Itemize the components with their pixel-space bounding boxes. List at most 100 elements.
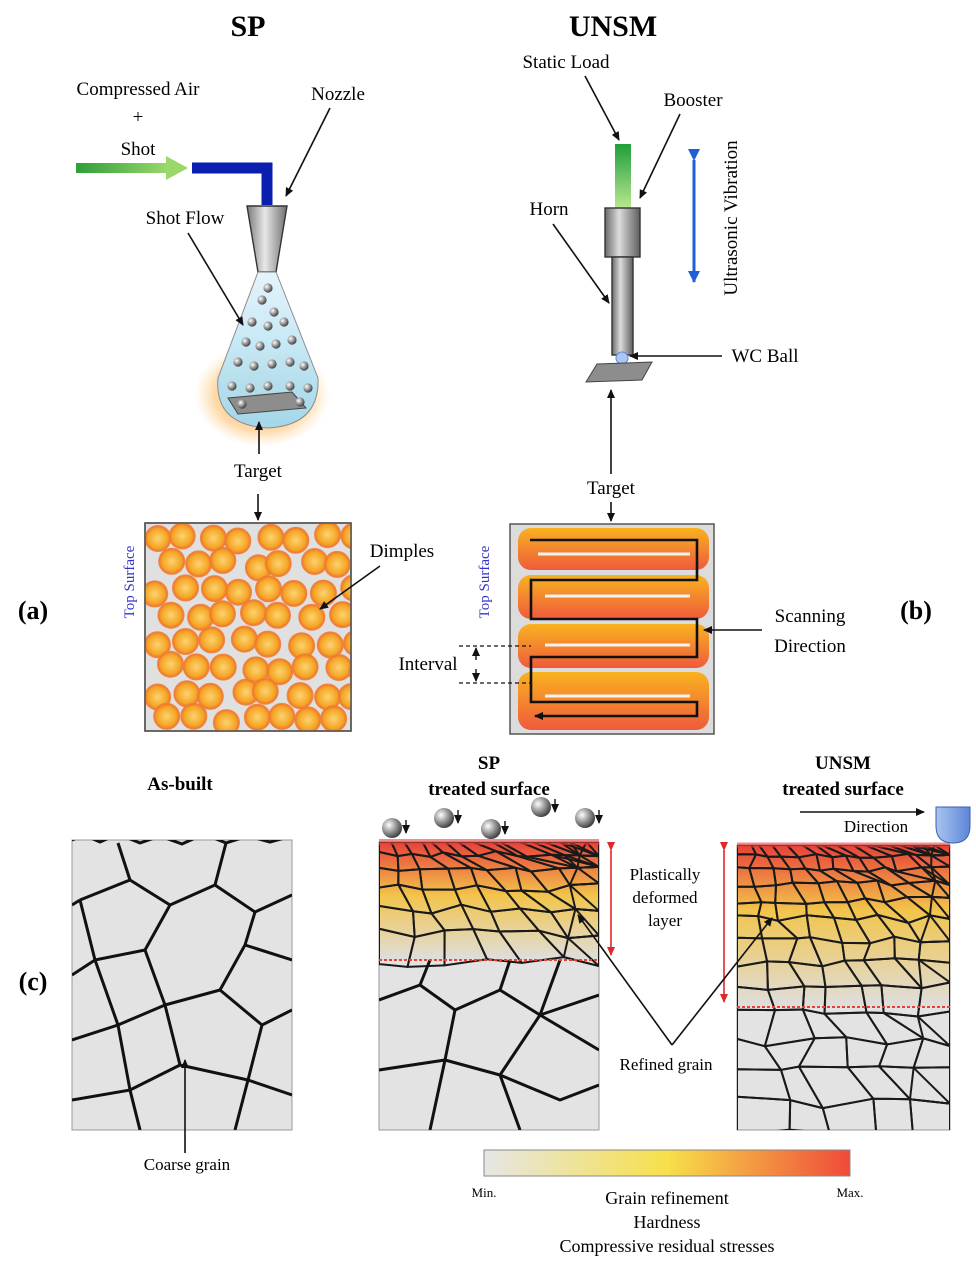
shot-ball xyxy=(255,341,265,351)
refined-grain-cell xyxy=(568,842,599,858)
dimple xyxy=(255,575,282,603)
coarse-grain-label: Coarse grain xyxy=(144,1155,231,1174)
scanning-label: Scanning xyxy=(775,606,846,627)
horn-icon xyxy=(611,256,634,356)
refined-grain-cell xyxy=(576,854,599,869)
booster-icon xyxy=(604,207,641,258)
target-label-b: Target xyxy=(587,478,636,499)
shot-label: Shot xyxy=(121,139,157,160)
sp-title: SP xyxy=(230,10,265,43)
shot-ball xyxy=(245,383,255,393)
shot-ball xyxy=(271,339,281,349)
refined-grain-cell xyxy=(912,1037,950,1069)
refined-grain-cell xyxy=(928,895,950,920)
refined-grain-cell xyxy=(559,842,599,858)
dimple xyxy=(172,574,199,602)
refined-grain-cell xyxy=(907,914,950,944)
as-built-title: As-built xyxy=(147,774,213,795)
dimple xyxy=(254,630,282,658)
nozzle-label: Nozzle xyxy=(311,84,365,105)
target-plate-a xyxy=(227,391,308,415)
top-surface-label-b: Top Surface xyxy=(477,545,493,618)
horn-label: Horn xyxy=(529,199,569,220)
booster-label: Booster xyxy=(663,90,723,111)
dimple xyxy=(320,705,348,731)
plastic-label-2: deformed xyxy=(632,888,698,907)
dimple xyxy=(309,579,337,607)
input-arrow xyxy=(76,156,188,180)
refined-grain-cell xyxy=(568,882,599,912)
dimple xyxy=(316,631,344,659)
static-load-label: Static Load xyxy=(522,52,610,73)
scan-tracks xyxy=(518,528,709,730)
dimple xyxy=(157,650,184,678)
dimple xyxy=(201,575,228,603)
dimple xyxy=(348,663,351,680)
dimple xyxy=(352,603,378,629)
as-built-grains xyxy=(72,840,292,1130)
dimple xyxy=(153,702,181,730)
interval-label: Interval xyxy=(398,654,457,675)
refined-grain-cell xyxy=(920,845,950,857)
refined-grain-cell xyxy=(882,1012,950,1047)
dimples-group xyxy=(145,523,378,731)
refined-grain-cell xyxy=(930,845,950,857)
dimple xyxy=(291,653,319,681)
dimple xyxy=(182,653,210,681)
sp-treated-title-1: SP xyxy=(478,753,501,774)
dimple xyxy=(349,712,351,724)
shot-ball xyxy=(303,383,313,393)
sp-treated-title-2: treated surface xyxy=(428,779,550,800)
shot-ball xyxy=(295,397,305,407)
dimple xyxy=(323,550,351,578)
shot-ball xyxy=(241,337,251,347)
dimple xyxy=(298,603,326,631)
dimple xyxy=(208,600,236,628)
unsm-direction-label: Direction xyxy=(844,817,909,836)
refined-grain-cell xyxy=(872,1097,914,1130)
top-surface-label-a: Top Surface xyxy=(122,545,138,618)
unsm-title: UNSM xyxy=(569,10,657,43)
dimple xyxy=(168,523,196,550)
dimple xyxy=(257,523,285,551)
sp-shot-ball xyxy=(481,819,501,839)
dimple xyxy=(314,523,342,549)
dimples-label: Dimples xyxy=(370,541,434,562)
refined-grain-cell xyxy=(543,842,599,858)
shot-balls xyxy=(227,283,313,409)
dimple xyxy=(251,677,279,705)
scanning-direction-label: Direction xyxy=(774,636,846,657)
dimple xyxy=(301,548,329,575)
refined-grain-cell xyxy=(909,1066,950,1105)
dimple xyxy=(282,526,310,554)
dimple xyxy=(180,702,208,730)
dimple xyxy=(172,628,199,655)
dimple xyxy=(145,525,172,552)
shot-ball xyxy=(279,317,289,327)
refined-grain-cell xyxy=(788,1099,830,1130)
refined-grain-cell xyxy=(920,866,950,886)
shot-ball xyxy=(299,361,309,371)
refined-grain-cell xyxy=(919,914,950,944)
refined-grain-cell xyxy=(930,865,950,886)
shot-ball xyxy=(263,321,273,331)
dimple xyxy=(329,601,351,629)
dimple xyxy=(343,630,351,656)
refined-grain-cell xyxy=(525,853,599,869)
dimple xyxy=(286,682,314,710)
target-label-a: Target xyxy=(234,461,283,482)
dimple xyxy=(145,580,169,608)
refined-grain-cell xyxy=(567,908,599,940)
sp-coarse-grains xyxy=(379,959,599,1130)
dimple xyxy=(224,527,252,555)
refined-grain-cell xyxy=(917,958,950,990)
sp-refined-grains xyxy=(379,842,599,968)
refined-grain-cell xyxy=(546,884,599,912)
shot-ball xyxy=(247,317,257,327)
refined-grain-cell xyxy=(550,853,599,869)
shot-ball xyxy=(285,357,295,367)
sp-shot-balls xyxy=(382,797,603,839)
dimple xyxy=(264,601,291,629)
dimple xyxy=(209,546,237,574)
plastic-label-3: layer xyxy=(648,911,682,930)
